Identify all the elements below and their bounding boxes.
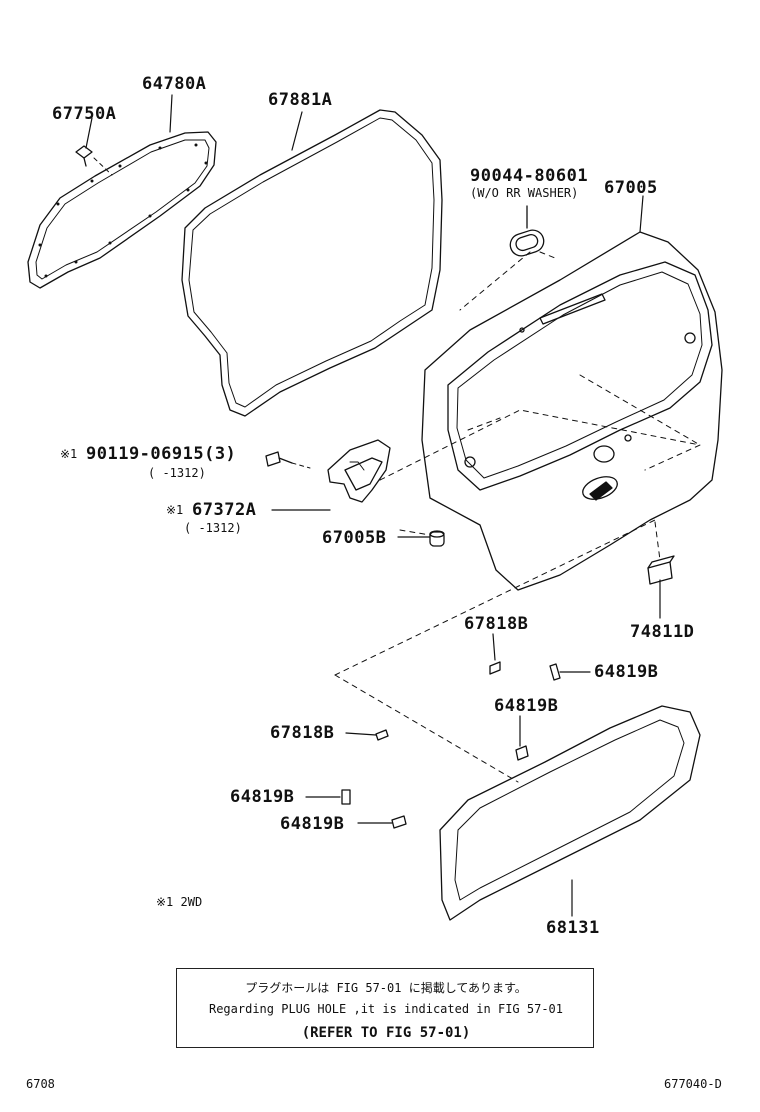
dashed-leaders (334, 251, 701, 783)
part-note-67372a: ( -1312) (184, 521, 242, 535)
leader-67750a (93, 157, 113, 176)
weatherstrip-67881a (181, 109, 443, 417)
part-label-64819b-middle: 64819B (494, 696, 559, 716)
part-note-90044: (W/O RR WASHER) (470, 186, 579, 200)
part-note-90119: ( -1312) (148, 466, 206, 480)
part-label-67881a: 67881A (268, 90, 333, 110)
part-label-67818b-lower: 67818B (270, 723, 335, 743)
stopper-67005b (429, 530, 445, 547)
footer-figure-code: 677040-D (664, 1077, 722, 1091)
part-label-64780a: 64780A (142, 74, 207, 94)
reference-note-box: プラグホールは FIG 57-01 に掲載してあります。 Regarding P… (176, 968, 594, 1048)
back-door-panel-67005 (421, 231, 723, 591)
note-japanese: プラグホールは FIG 57-01 に掲載してあります。 (245, 981, 527, 995)
part-label-67005: 67005 (604, 178, 658, 198)
part-label-67005b: 67005B (322, 528, 387, 548)
garnish-68131 (439, 705, 701, 921)
leader-90119-dash (291, 462, 311, 469)
note-english: Regarding PLUG HOLE ,it is indicated in … (208, 1002, 563, 1016)
mark-67372a: ※1 (166, 503, 184, 517)
bolt-90119 (265, 451, 293, 467)
part-label-64819b-left: 64819B (230, 787, 295, 807)
cover-panel-64780a (27, 131, 217, 289)
footnote-2wd: ※1 2WD (156, 895, 203, 909)
label-leaders (85, 94, 661, 917)
mark-90119: ※1 (60, 447, 78, 461)
part-label-67818b-upper: 67818B (464, 614, 529, 634)
hinge-67372a (327, 439, 391, 503)
stopper-74811d (647, 555, 675, 585)
part-label-64819b-bottom: 64819B (280, 814, 345, 834)
clip-67750a (75, 145, 93, 167)
part-label-90044-80601: 90044-80601 (470, 166, 589, 186)
part-label-68131: 68131 (546, 918, 600, 938)
plug-90044-80601 (509, 229, 545, 257)
part-label-67372a: 67372A (192, 500, 257, 520)
part-label-67750a: 67750A (52, 104, 117, 124)
footer-page-code: 6708 (26, 1077, 55, 1091)
small-clips (341, 661, 561, 829)
part-label-74811d: 74811D (630, 622, 695, 642)
part-label-64819b-right: 64819B (594, 662, 659, 682)
note-refer: (REFER TO FIG 57-01) (301, 1025, 471, 1041)
part-label-90119-06915: 90119-06915(3) (86, 444, 237, 464)
